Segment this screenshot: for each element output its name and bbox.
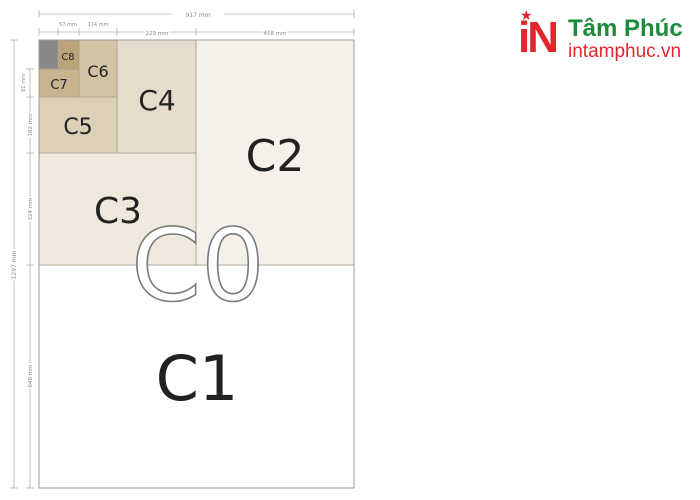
dim-top-c6: 114 mm — [88, 22, 109, 28]
brand-name: Tâm Phúc — [568, 15, 683, 42]
dim-left-c5: 162 mm — [28, 114, 34, 137]
label-c5: C5 — [63, 115, 92, 140]
label-c1: C1 — [156, 342, 239, 415]
dim-left-total: 1297 mm — [11, 250, 18, 279]
logo-mark: iN — [518, 13, 559, 62]
region-c7 — [38, 68, 80, 98]
brand-logo[interactable]: ★ iN Tâm Phúc intamphuc.vn — [518, 8, 694, 62]
left-dimension-lines — [10, 39, 34, 489]
label-c7: C7 — [50, 78, 67, 93]
dim-top-c8: 57 mm — [59, 22, 77, 28]
region-c9-corner — [38, 39, 59, 70]
star-icon: ★ — [520, 8, 533, 24]
dim-left-c1: 648 mm — [28, 365, 34, 388]
region-c2 — [195, 39, 355, 266]
label-c4: C4 — [138, 84, 175, 117]
label-c8: C8 — [61, 52, 74, 63]
dim-top-c4: 229 mm — [146, 31, 169, 37]
region-c5 — [38, 96, 118, 154]
label-c0: C0 — [131, 207, 264, 324]
label-c3: C3 — [94, 191, 142, 232]
dim-top-total: 917 mm — [185, 12, 210, 19]
sheet-outline — [38, 39, 355, 489]
region-c1 — [38, 264, 355, 489]
label-c2: C2 — [246, 131, 305, 182]
brand-url: intamphuc.vn — [568, 41, 682, 62]
dim-left-c7: 81 mm — [21, 74, 27, 92]
region-c4 — [116, 39, 197, 154]
dim-left-c3: 324 mm — [28, 198, 34, 221]
dim-top-c2: 458 mm — [264, 31, 287, 37]
label-c6: C6 — [87, 62, 108, 81]
